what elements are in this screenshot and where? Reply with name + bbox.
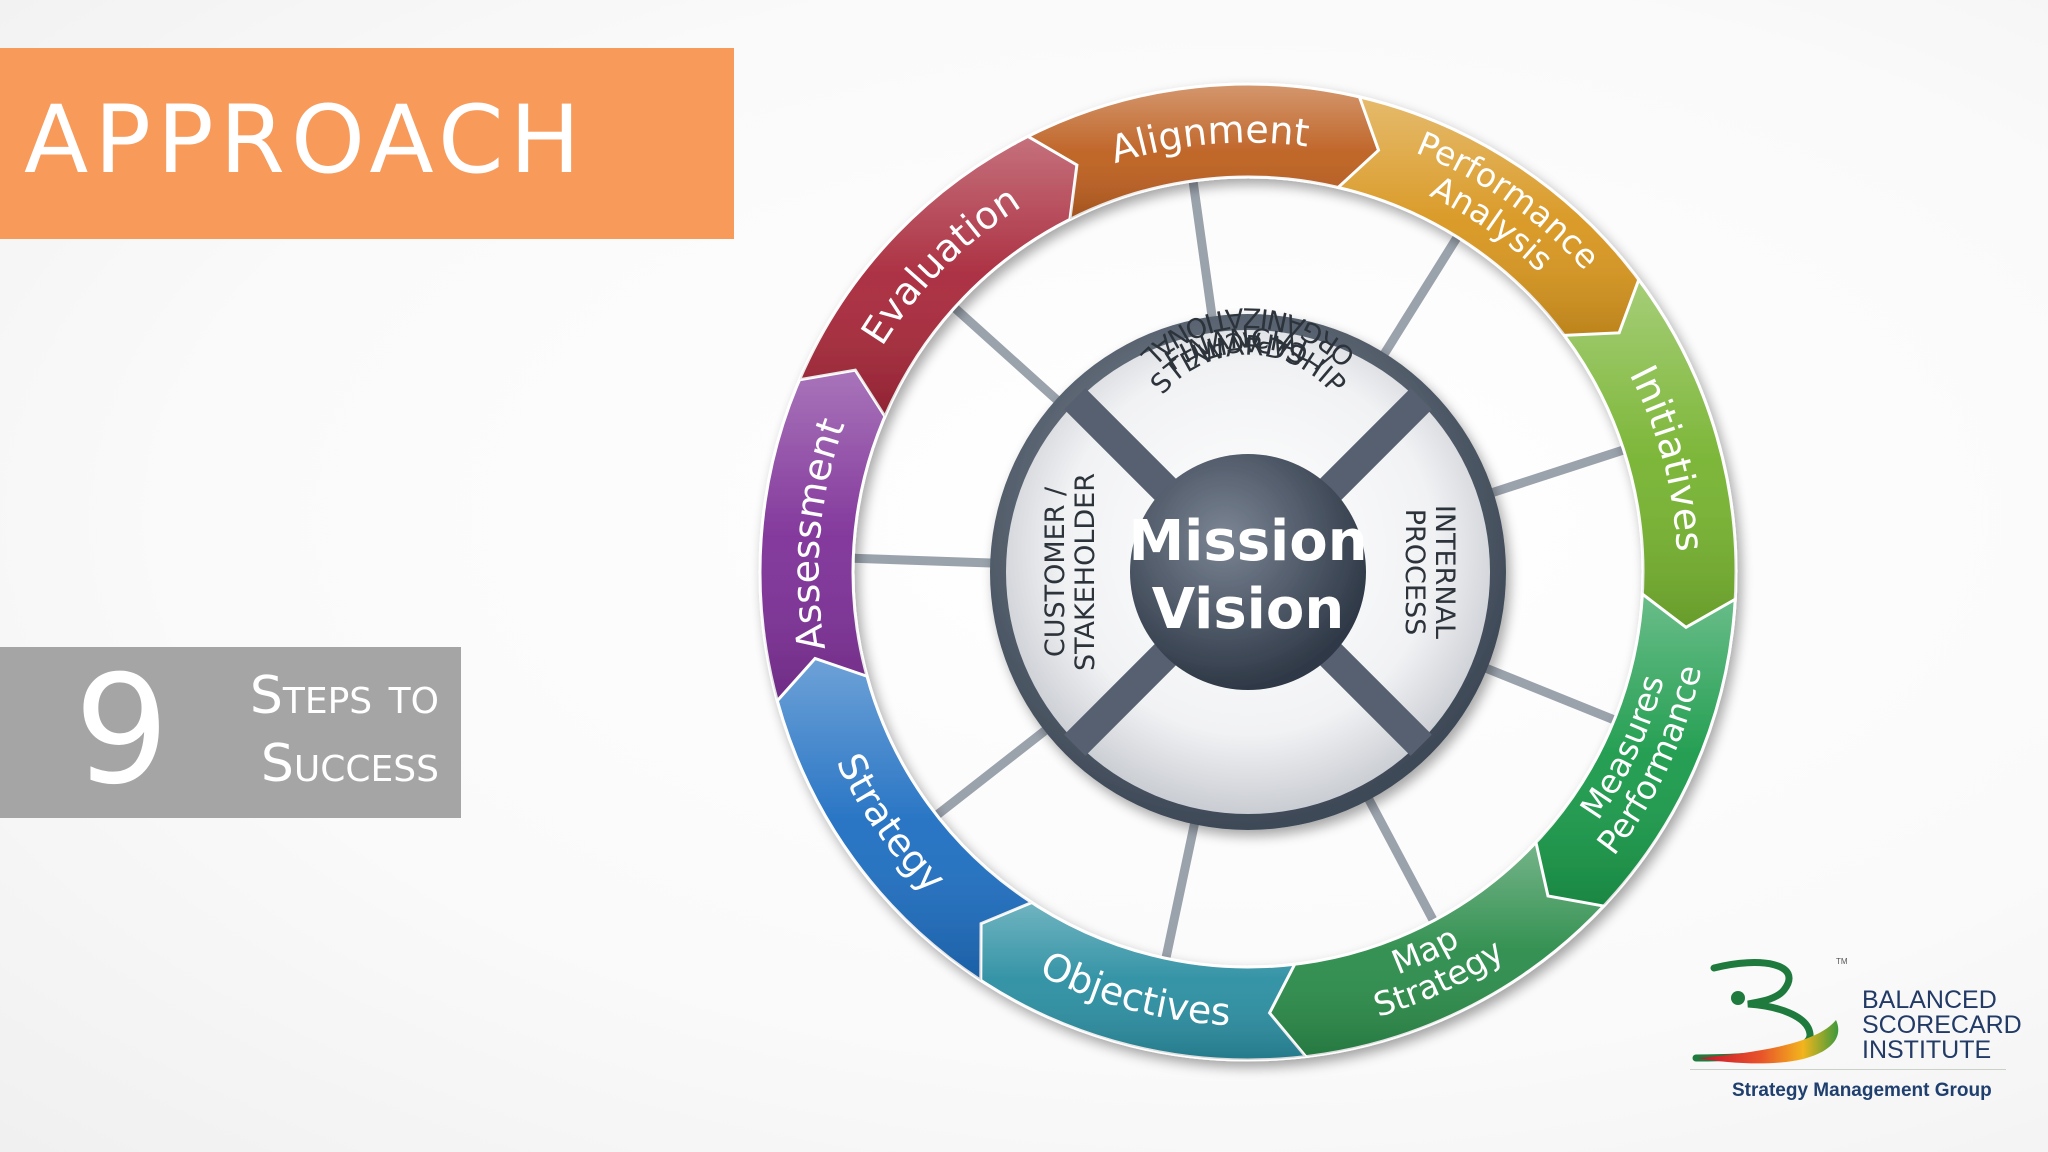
perspective-internal-line2: PROCESS: [1399, 509, 1430, 635]
slide-title: APPROACH: [24, 86, 587, 195]
hub-divider: [1315, 639, 1432, 756]
step-arrow-shine: [1564, 279, 1736, 639]
steps-badge: 9 Steps to Success: [0, 647, 461, 818]
wheel-spoke: [948, 301, 1066, 409]
wheel-spoke: [1160, 815, 1201, 964]
steps-text-line2: Success: [260, 734, 439, 794]
wheel-step-segments: [758, 82, 1738, 1062]
perspective-internal-line1: INTERNAL: [1429, 505, 1460, 639]
step-arrow-shine: [777, 658, 1032, 981]
logo-tm: TM: [1836, 957, 1848, 966]
hub-divider: [1064, 388, 1181, 505]
wheel-spoke: [849, 553, 999, 568]
step-arrow-shine: [1338, 96, 1647, 344]
perspective-hub: [990, 314, 1506, 830]
hub-dividers: [1064, 388, 1432, 756]
hub-divider: [1064, 639, 1181, 756]
balanced-scorecard-logo: TM BALANCED SCORECARD INSTITUTE Strategy…: [1686, 950, 2022, 1110]
step-arrow-shine: [970, 896, 1306, 1060]
center-text-vision: Vision: [1152, 577, 1344, 642]
perspective-customer-line1: CUSTOMER /: [1040, 486, 1071, 657]
wheel-spokes: [849, 176, 1629, 964]
logo-subtitle: Strategy Management Group: [1732, 1080, 1992, 1101]
logo-text-scorecard: SCORECARD: [1862, 1011, 2022, 1039]
title-banner: APPROACH: [0, 48, 734, 239]
step-arrow-shine: [759, 359, 890, 714]
step-arrow-shine: [1027, 84, 1390, 220]
center-text-mission: Mission: [1128, 509, 1367, 574]
logo-divider: [1690, 1069, 2006, 1070]
wheel-spoke: [1188, 176, 1218, 326]
steps-number: 9: [74, 644, 170, 818]
perspective-customer-line2: STAKEHOLDER: [1070, 473, 1101, 671]
wheel-spoke: [1376, 231, 1464, 363]
mission-vision-center: [1130, 454, 1366, 690]
wheel-spoke: [1484, 444, 1629, 500]
wheel-spoke: [930, 722, 1054, 822]
wheel-spoke: [1478, 661, 1620, 726]
steps-text-line1: Steps to: [249, 666, 439, 726]
step-arrow-shine: [799, 130, 1088, 417]
logo-mark-icon: TM: [1692, 957, 1848, 1064]
step-arrow-shine: [1528, 594, 1736, 916]
step-segment-strategy: [775, 656, 1035, 984]
hub-divider: [1315, 388, 1432, 505]
wheel-spoke: [1361, 790, 1440, 927]
step-arrow-shine: [1258, 842, 1604, 1058]
logo-text-balanced: BALANCED: [1862, 986, 1997, 1014]
logo-text-institute: INSTITUTE: [1862, 1036, 1992, 1064]
